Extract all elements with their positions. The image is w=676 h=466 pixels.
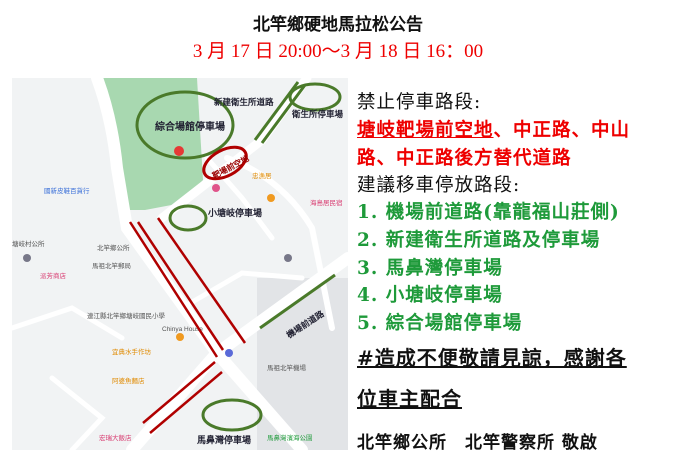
suggestion-item: 4. 小塘岐停車場	[357, 285, 503, 306]
airport-road-line	[259, 273, 336, 330]
poi-label: 馬祖北竿郵局	[92, 261, 131, 270]
sports-hall-parking-ellipse	[135, 90, 235, 160]
poi-label: 馬鼻灣濱海公園	[267, 433, 313, 442]
poi-label: 馬祖北竿機場	[267, 363, 307, 372]
suggest-label: 建議移車停放路段:	[357, 175, 521, 196]
banned-road-line	[149, 371, 223, 434]
suggestion-item: 3. 馬鼻灣停車場	[357, 258, 503, 279]
poi-label: 派芳商店	[40, 271, 67, 280]
poi-label: 連江縣北竿鄉塘岐國民小學	[87, 311, 166, 320]
map: 北竿鄉公所 塘岐村公所 國新皮鞋百貨行 派芳商店 馬祖北竿郵局 連江縣北竿鄉塘岐…	[12, 78, 348, 450]
airport-area	[257, 278, 348, 450]
parking-marks	[135, 81, 342, 432]
banned-road-line	[128, 221, 219, 358]
apology-line-2: 位車主配合	[357, 387, 462, 411]
banned-road-line	[156, 217, 247, 344]
notice-title: 北竿鄉硬地馬拉松公告	[253, 15, 423, 35]
poi-label: 海島居民宿	[310, 198, 343, 207]
label-sports-hall-parking: 綜合場館停車場	[155, 120, 225, 133]
poi-labels: 北竿鄉公所 塘岐村公所 國新皮鞋百貨行 派芳商店 馬祖北竿郵局 連江縣北竿鄉塘岐…	[12, 171, 343, 442]
gov-pin-icon	[23, 254, 31, 262]
gov-pin-icon	[284, 254, 292, 262]
location-pin-icon	[174, 146, 184, 156]
poi-label: 宏瑞大飯店	[99, 433, 132, 442]
label-xiaotangqi-parking: 小塘岐停車場	[207, 207, 262, 219]
poi-label: 宜典水手作坊	[112, 347, 152, 356]
no-parking-roads-cont: 路、中正路後方替代道路	[357, 148, 572, 169]
label-mabiwan-parking: 馬鼻灣停車場	[196, 434, 251, 446]
banned-roads	[128, 217, 247, 434]
mabiwan-parking-ellipse	[201, 398, 263, 432]
no-parking-range: 塘岐靶場前空地	[357, 120, 494, 141]
health-road-line	[253, 81, 300, 141]
poi-label: Chinya House	[162, 326, 203, 333]
no-parking-label: 禁止停車路段:	[357, 92, 482, 113]
poi-label: 塘岐村公所	[12, 239, 45, 248]
poi-label: 國新皮鞋百貨行	[44, 186, 90, 195]
roads	[12, 78, 348, 450]
xiaotangqi-parking-ellipse	[168, 204, 208, 232]
suggestion-item: 1. 機場前道路(靠龍福山莊側)	[357, 202, 620, 223]
health-parking-ellipse	[288, 82, 342, 112]
suggestion-item: 2. 新建衛生所道路及停車場	[357, 230, 601, 251]
range-open-space-ellipse	[202, 145, 248, 181]
health-road-line	[260, 84, 307, 144]
apology-line-1: #造成不便敬請見諒，感謝各	[357, 346, 627, 370]
signature: 北竿鄉公所 北竿警察所 敬啟	[357, 433, 598, 453]
poi-label: 忠漁居	[252, 171, 272, 180]
no-parking-roads: 、中正路、中山	[493, 120, 631, 141]
park-area	[103, 78, 203, 210]
poi-label: 阿婆魚麵店	[112, 376, 145, 385]
poi-label: 北竿鄉公所	[97, 243, 130, 252]
restaurant-pin-icon	[267, 194, 275, 202]
label-health-road: 新建衛生所道路	[214, 97, 274, 108]
label-health-parking: 衛生所停車場	[291, 109, 344, 120]
date-range: 3 月 17 日 20:00～3 月 18 日 16：00	[192, 41, 484, 62]
banned-road-line	[136, 221, 225, 351]
map-pins	[23, 146, 292, 357]
lodging-pin-icon	[212, 184, 220, 192]
banned-road-line	[142, 361, 216, 424]
bus-pin-icon	[225, 349, 233, 357]
restaurant-pin-icon	[176, 333, 184, 341]
suggestion-item: 5. 綜合場館停車場	[357, 313, 523, 334]
